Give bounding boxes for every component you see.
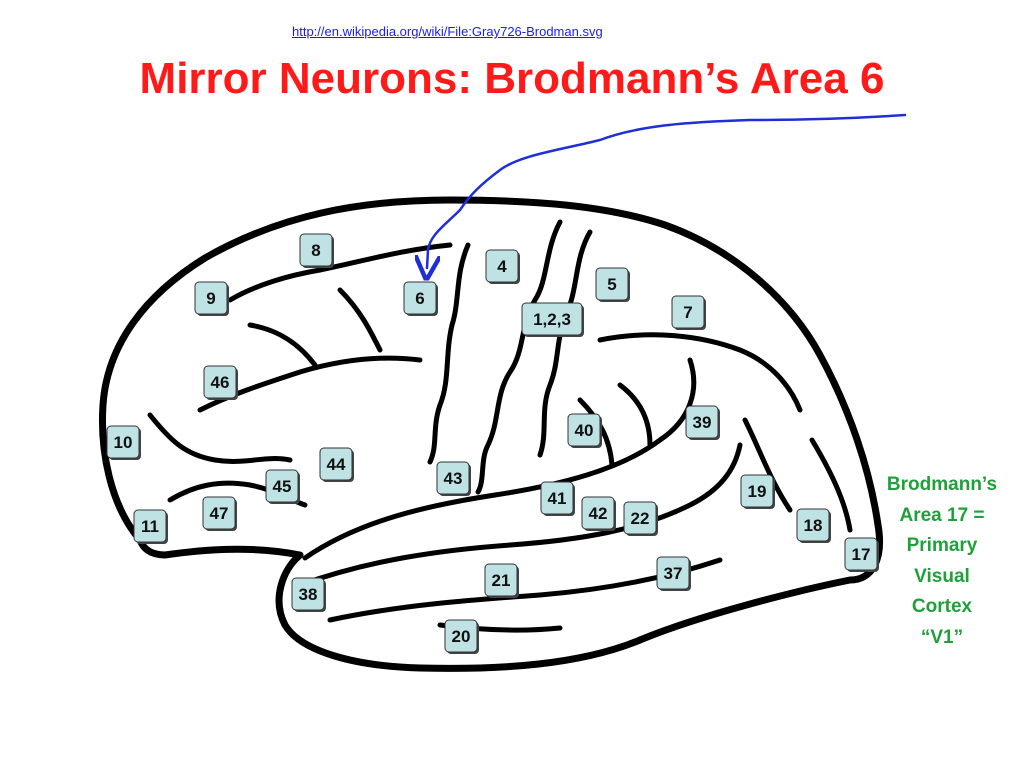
area-7-label: 7 (683, 303, 692, 322)
source-link[interactable]: http://en.wikipedia.org/wiki/File:Gray72… (292, 24, 603, 39)
area-37-box: 37 (656, 556, 691, 591)
area-44-box-fill (319, 447, 353, 481)
area-40-box-fill (567, 413, 601, 447)
area-46-label: 46 (211, 373, 230, 392)
area-17-note-line: Brodmann’s (886, 474, 998, 495)
area-5-box: 5 (595, 267, 630, 302)
area-18-box-fill (796, 508, 830, 542)
area-46-box: 46 (203, 365, 238, 400)
area-20-label: 20 (452, 627, 471, 646)
area-19-label: 19 (748, 482, 767, 501)
area-17-note-line: Cortex (911, 596, 973, 617)
area-1-2-3-box-fill (521, 302, 583, 336)
area-22-box: 22 (623, 501, 658, 536)
area-38-label: 38 (299, 585, 318, 604)
area-1-2-3-label: 1,2,3 (533, 310, 571, 329)
area-17-note-line: Primary (906, 535, 978, 556)
area-22-label: 22 (631, 509, 650, 528)
area-19-box: 19 (740, 474, 775, 509)
area-10-label: 10 (114, 433, 133, 452)
area-6-pointer (427, 113, 907, 268)
brain-outline (99, 196, 883, 672)
area-43-box: 43 (436, 461, 471, 496)
area-22-box-fill (623, 501, 657, 535)
area-17-note: Brodmann’s Area 17 = Primary Visual Cort… (872, 470, 1012, 653)
area-4-box-fill (485, 249, 519, 283)
area-44-label: 44 (327, 455, 346, 474)
area-44-box: 44 (319, 447, 354, 482)
area-8-box-fill (299, 233, 333, 267)
area-5-box-fill (595, 267, 629, 301)
area-43-label: 43 (444, 469, 463, 488)
area-17-label: 17 (852, 545, 871, 564)
area-5-label: 5 (607, 275, 616, 294)
area-20-box: 20 (444, 619, 479, 654)
area-42-box: 42 (581, 496, 616, 531)
area-38-box: 38 (291, 577, 326, 612)
area-17-note-line: “V1” (920, 626, 964, 648)
area-47-label: 47 (210, 504, 229, 523)
area-9-label: 9 (206, 289, 215, 308)
area-17-note-line: Area 17 = (899, 504, 985, 526)
area-41-box-fill (540, 481, 574, 515)
area-10-box-fill (106, 425, 140, 459)
area-41-box: 41 (540, 481, 575, 516)
area-17-box: 17 (844, 537, 879, 572)
area-17-box-fill (844, 537, 878, 571)
brodmann-area-labels: 8 4 9 6 5 7 1,2,3 46 40 39 10 44 43 45 41 19 47 42 22 11 18 1… (106, 233, 879, 654)
area-17-note-line: Visual (914, 565, 970, 587)
area-4-box: 4 (485, 249, 520, 284)
area-11-box-fill (133, 509, 167, 543)
area-45-box: 45 (265, 469, 300, 504)
area-42-box-fill (581, 496, 615, 530)
area-20-box-fill (444, 619, 478, 653)
area-21-label: 21 (492, 571, 511, 590)
area-6-box: 6 (403, 281, 438, 316)
area-21-box: 21 (484, 563, 519, 598)
area-37-label: 37 (664, 564, 683, 583)
area-1-2-3-box: 1,2,3 (521, 302, 584, 337)
area-8-box: 8 (299, 233, 334, 268)
area-39-box-fill (685, 405, 719, 439)
area-11-label: 11 (141, 517, 159, 536)
area-41-label: 41 (548, 489, 567, 508)
area-38-box-fill (291, 577, 325, 611)
slide-title: Mirror Neurons: Brodmann’s Area 6 (139, 54, 885, 103)
area-47-box: 47 (202, 496, 237, 531)
area-40-label: 40 (575, 421, 594, 440)
area-8-label: 8 (311, 241, 320, 260)
area-39-label: 39 (693, 413, 712, 432)
area-42-label: 42 (589, 504, 608, 523)
area-6-label: 6 (415, 289, 424, 308)
area-4-label: 4 (497, 257, 507, 276)
area-10-box: 10 (106, 425, 141, 460)
area-9-box: 9 (194, 281, 229, 316)
area-37-box-fill (656, 556, 690, 590)
area-43-box-fill (436, 461, 470, 495)
area-18-box: 18 (796, 508, 831, 543)
area-7-box: 7 (671, 295, 706, 330)
area-21-box-fill (484, 563, 518, 597)
area-40-box: 40 (567, 413, 602, 448)
area-6-box-fill (403, 281, 437, 315)
area-7-box-fill (671, 295, 705, 329)
area-39-box: 39 (685, 405, 720, 440)
area-45-label: 45 (273, 477, 292, 496)
area-18-label: 18 (804, 516, 823, 535)
area-45-box-fill (265, 469, 299, 503)
area-47-box-fill (202, 496, 236, 530)
area-46-box-fill (203, 365, 237, 399)
area-11-box: 11 (133, 509, 168, 544)
area-19-box-fill (740, 474, 774, 508)
area-9-box-fill (194, 281, 228, 315)
